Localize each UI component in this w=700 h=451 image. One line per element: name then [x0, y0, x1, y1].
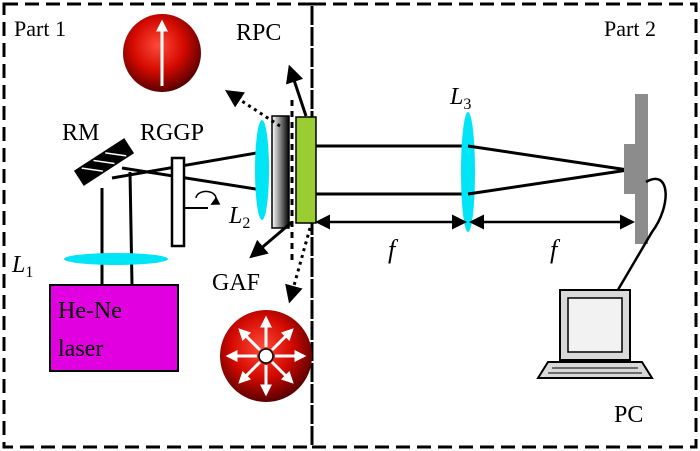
focal-label-left: f [388, 235, 399, 264]
beam-converge-lower [467, 168, 629, 196]
lens-l3 [461, 112, 475, 232]
rpc-pointer [286, 64, 308, 117]
dotted-pointer-top [224, 90, 281, 128]
data-cable [610, 177, 667, 301]
gaf-filter [271, 115, 290, 229]
focal-label-right: f [550, 235, 561, 264]
part2-box [310, 2, 698, 449]
lens-l3-label: L3 [449, 84, 471, 113]
lens-l2-label: L2 [228, 203, 250, 232]
laser-label-line1: He-Ne [58, 298, 122, 324]
ccd-body [624, 144, 636, 194]
lens-l1-label: L1 [11, 252, 33, 281]
rggp-plate [170, 156, 186, 248]
beam-converge-upper [467, 144, 629, 172]
laptop-icon [536, 289, 654, 379]
rpc-label: RPC [236, 20, 281, 46]
beam-rm-upper [111, 150, 263, 180]
rm-label: RM [62, 120, 99, 146]
rggp-label: RGGP [140, 120, 204, 146]
beam-center-ring [258, 348, 274, 364]
rotation-arrow-icon [195, 190, 221, 205]
gaf-pointer [249, 220, 293, 259]
part2-label: Part 2 [604, 16, 656, 41]
rm-mirror [73, 138, 135, 186]
pc-label: PC [614, 402, 643, 428]
part1-label: Part 1 [14, 16, 66, 41]
lens-l2 [255, 120, 269, 220]
lens-l1 [64, 253, 168, 265]
laser-label-line2: laser [58, 336, 103, 362]
radial-arrows-icon [225, 315, 307, 397]
beam-vertical-right [128, 171, 134, 286]
ccd-sensor [635, 94, 648, 244]
beam-rm-lower [121, 166, 263, 192]
dotted-pointer-bottom [285, 227, 312, 304]
laser-box [49, 284, 179, 372]
gaf-label: GAF [212, 270, 260, 296]
rpc-plate [295, 116, 317, 224]
